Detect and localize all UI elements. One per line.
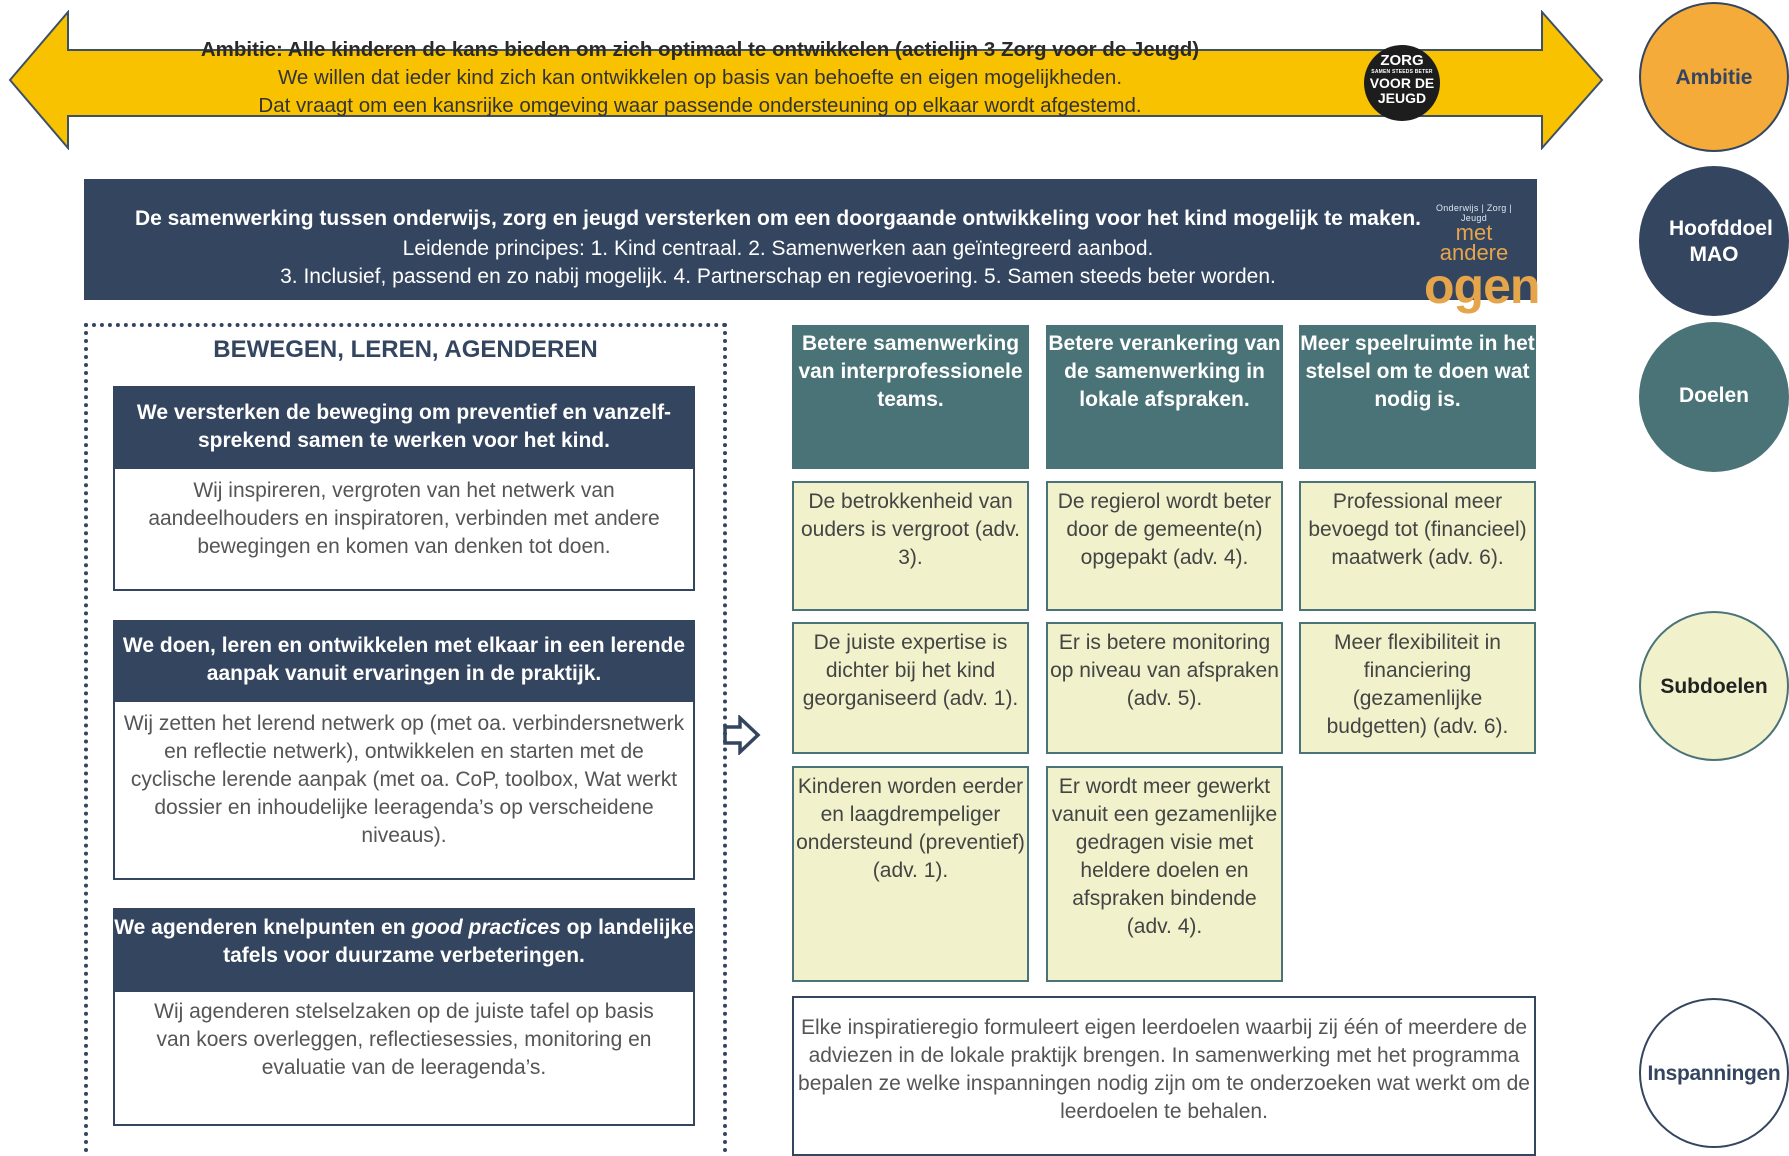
level-inspanningen: Inspanningen [1639,998,1789,1148]
level-hoofddoel: Hoofddoel MAO [1639,166,1789,316]
goal-2: Betere verankering van de samenwerking i… [1046,325,1283,469]
ambition-line-3: Dat vraagt om een kansrijke omgeving waa… [258,94,1142,117]
level-doelen: Doelen [1639,322,1789,472]
subgoal-1-3: Kinderen worden eerder en laagdrempelige… [792,766,1029,982]
ambition-line-2: We willen dat ieder kind zich kan ontwik… [277,66,1123,89]
goal-3: Meer speelruimte in het stelsel om te do… [1299,325,1536,469]
main-goal-title: De samenwerking tussen onderwijs, zorg e… [135,207,1421,230]
ambition-text: Ambitie: Alle kinderen de kans bieden om… [200,36,1200,120]
activity-head-1: We versterken de beweging om preventief … [113,386,695,469]
activity-head-3: We agenderen knelpunten en good practice… [113,908,695,992]
ambition-title: Ambitie: Alle kinderen de kans bieden om… [200,38,1200,61]
activity-body-3: Wij agenderen stelselzaken op de juiste … [113,992,695,1126]
subgoal-2-2: Er is betere monitoring op niveau van af… [1046,622,1283,754]
activities-panel-title: BEWEGEN, LEREN, AGENDEREN [213,336,598,363]
subgoal-3-2: Meer flexibiliteit in financiering (geza… [1299,622,1536,754]
activity-body-1: Wij inspireren, vergroten van het netwer… [113,469,695,591]
activity-body-2: Wij zetten het lerend netwerk op (met oa… [113,702,695,880]
level-ambitie: Ambitie [1639,2,1789,152]
level-subdoelen: Subdoelen [1639,611,1789,761]
subgoal-1-1: De betrokkenheid van ouders is vergroot … [792,481,1029,611]
subgoal-1-2: De juiste expertise is dichter bij het k… [792,622,1029,754]
ambition-arrow [8,10,1604,150]
subgoal-2-3: Er wordt meer gewerkt vanuit een gezamen… [1046,766,1283,982]
arrow-right-icon [723,715,761,755]
subgoal-3-1: Professional meer bevoegd tot (financiee… [1299,481,1536,611]
goal-1: Betere samenwerking van interprofessione… [792,325,1029,469]
inspanningen-box: Elke inspiratieregio formuleert eigen le… [792,996,1536,1156]
activity-head-2: We doen, leren en ontwikkelen met elkaar… [113,620,695,702]
met-andere-ogen-logo: Onderwijs | Zorg | Jeugd met andere ogen [1424,203,1540,314]
main-goal-banner: De samenwerking tussen onderwijs, zorg e… [84,179,1540,314]
main-goal-principles: Leidende principes: 1. Kind centraal. 2.… [280,237,1276,288]
subgoal-2-1: De regierol wordt beter door de gemeente… [1046,481,1283,611]
